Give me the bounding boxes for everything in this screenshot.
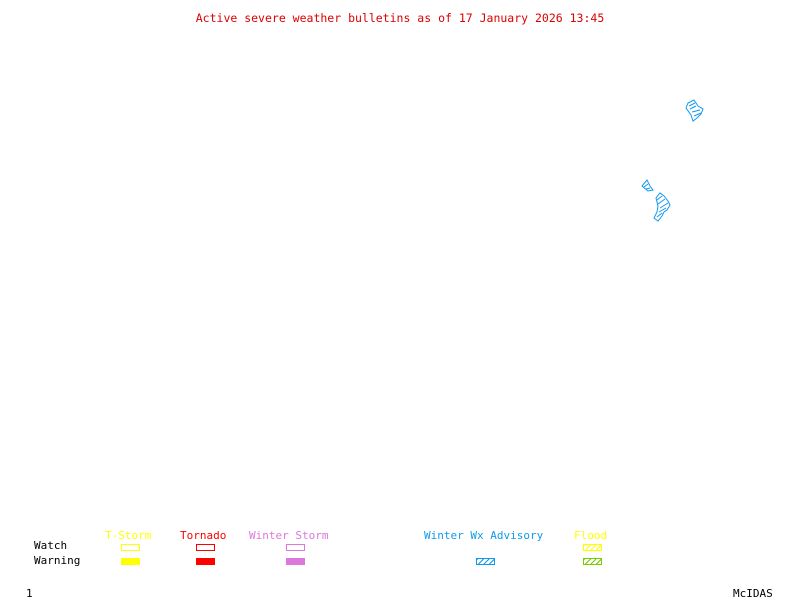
- legend-row-watch: Watch: [34, 539, 68, 552]
- legend-tornado-watch-swatch: [196, 544, 215, 551]
- legend-winter-wx-advisory-label: Winter Wx Advisory: [424, 529, 544, 542]
- bulletin-title: Active severe weather bulletins as of 17…: [195, 11, 605, 25]
- advisory-area-mid-atlantic-west[interactable]: [641, 179, 654, 192]
- legend-flood-watch-swatch: [583, 544, 602, 551]
- legend-tstorm-label: T-Storm: [105, 529, 152, 542]
- legend-winter-wx-advisory-warning-swatch: [476, 558, 495, 565]
- software-label: McIDAS: [733, 587, 773, 600]
- legend-tornado-warning-swatch: [196, 558, 215, 565]
- advisory-area-mid-atlantic-east[interactable]: [653, 192, 671, 222]
- legend-tstorm-warning-swatch: [121, 558, 140, 565]
- legend-winter-storm-label: Winter Storm: [249, 529, 329, 542]
- frame-number: 1: [26, 587, 33, 600]
- legend-tornado-label: Tornado: [180, 529, 227, 542]
- legend-winter-storm-watch-swatch: [286, 544, 305, 551]
- advisory-area-northeast[interactable]: [685, 99, 704, 122]
- legend-row-warning: Warning: [34, 554, 81, 567]
- legend-winter-storm-warning-swatch: [286, 558, 305, 565]
- legend-flood-label: Flood: [574, 529, 608, 542]
- legend-flood-warning-swatch: [583, 558, 602, 565]
- legend-tstorm-watch-swatch: [121, 544, 140, 551]
